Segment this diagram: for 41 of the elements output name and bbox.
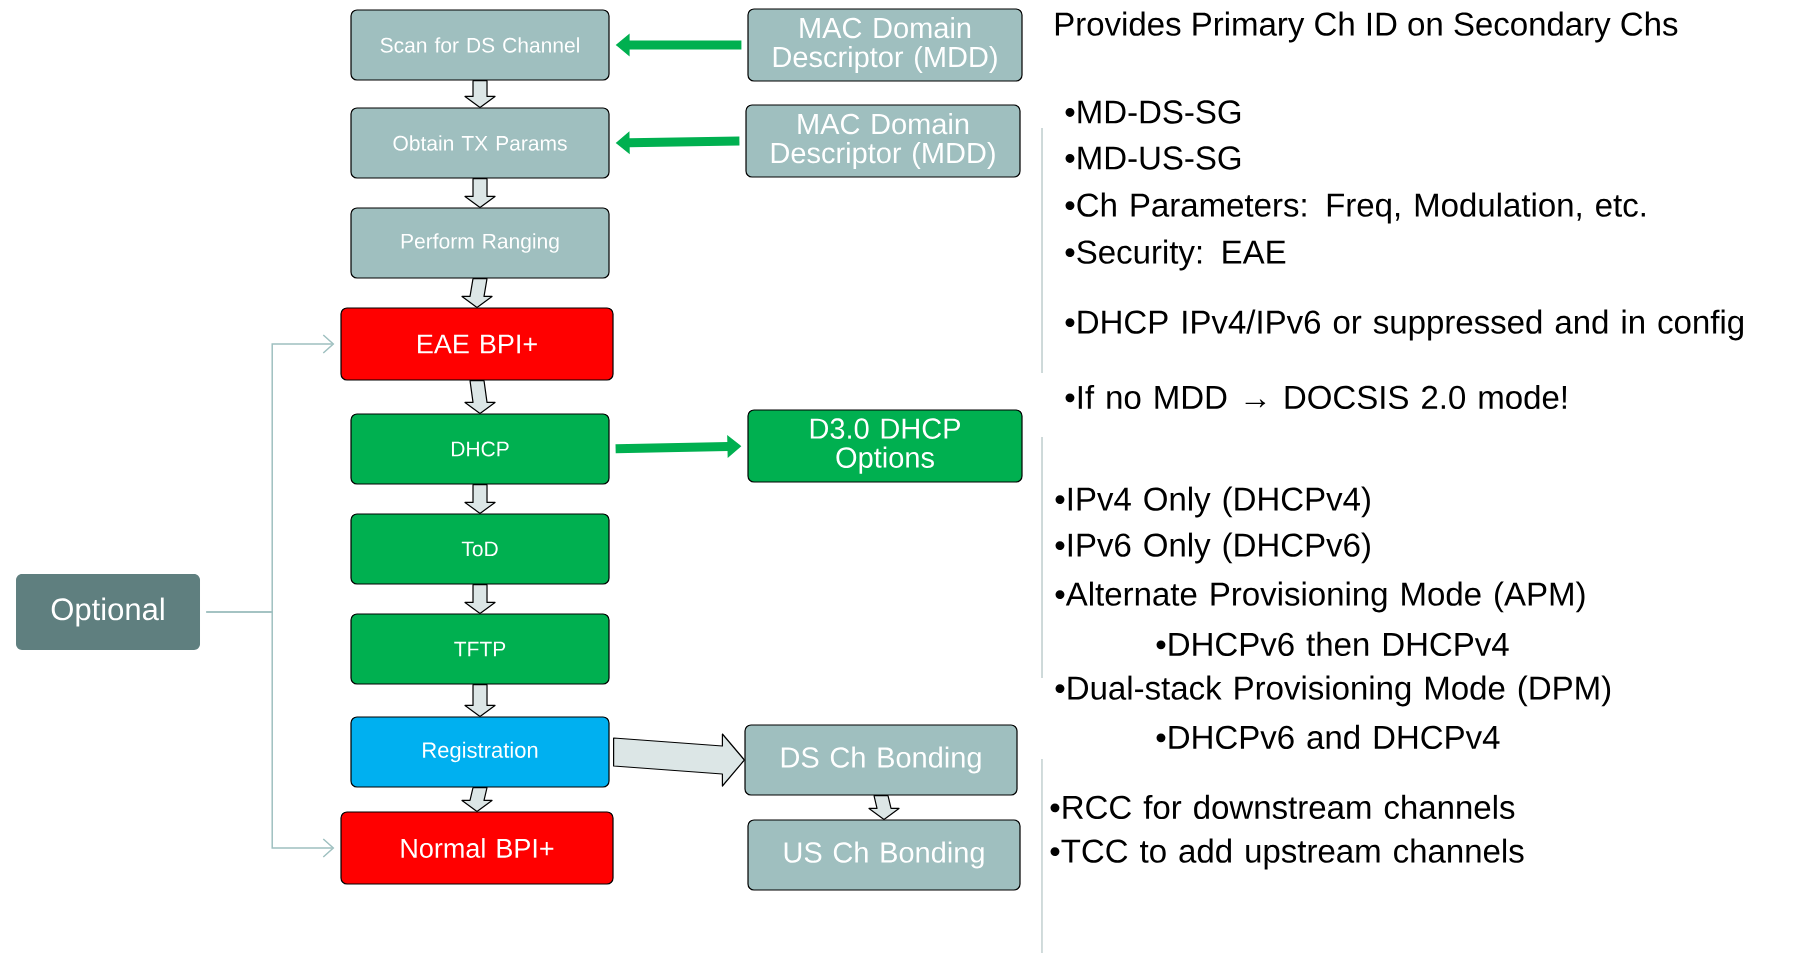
bullet-text: •IPv6 Only (DHCPv6) <box>1055 532 1370 564</box>
block-arrow <box>464 380 496 414</box>
tag-box: Optional <box>16 574 200 650</box>
process-box: Scan for DS Channel <box>350 9 610 81</box>
process-box: Registration <box>350 716 610 788</box>
bullet-text: •MD-DS-SG <box>1065 100 1241 124</box>
block-arrow <box>613 733 745 787</box>
process-box: DHCP <box>350 413 610 485</box>
process-box: Perform Ranging <box>350 207 610 279</box>
note-text: Provides Primary Ch ID on Secondary Chs <box>1055 11 1678 43</box>
arrow <box>205 611 335 858</box>
block-arrow <box>464 484 496 514</box>
bullet-text: •Ch Parameters: Freq, Modulation, etc. <box>1065 192 1645 224</box>
block-arrow <box>868 795 900 820</box>
process-box: TFTP <box>350 613 610 685</box>
block-arrow <box>464 684 496 717</box>
bullet-text: •Alternate Provisioning Mode (APM) <box>1055 581 1585 613</box>
process-box: D3.0 DHCP Options <box>747 409 1023 483</box>
bullet-text: •RCC for downstream channels <box>1050 794 1515 820</box>
bullet-text: •DHCPv6 and DHCPv4 <box>1156 724 1500 750</box>
process-box: Normal BPI+ <box>340 811 614 885</box>
block-arrow <box>464 584 496 614</box>
bullet-text: •TCC to add upstream channels <box>1050 838 1524 870</box>
block-arrow <box>464 178 496 208</box>
process-box: Obtain TX Params <box>350 107 610 179</box>
bullet-text: •If no MDD → DOCSIS 2.0 mode! <box>1065 384 1566 410</box>
process-box: MAC Domain Descriptor (MDD) <box>745 104 1021 178</box>
bullet-text: •IPv4 Only (DHCPv4) <box>1055 486 1370 518</box>
block-arrow <box>464 80 496 108</box>
process-box: US Ch Bonding <box>747 819 1021 891</box>
bullet-text: •DHCPv6 then DHCPv4 <box>1156 631 1509 657</box>
block-arrow <box>461 787 493 812</box>
bullet-text: •MD-US-SG <box>1065 146 1241 170</box>
process-box: EAE BPI+ <box>340 307 614 381</box>
process-box: MAC Domain Descriptor (MDD) <box>747 8 1023 82</box>
block-arrow <box>461 278 493 308</box>
process-box: DS Ch Bonding <box>744 724 1018 796</box>
bullet-text: •Dual-stack Provisioning Mode (DPM) <box>1055 675 1611 707</box>
process-box: ToD <box>350 513 610 585</box>
bullet-text: •DHCP IPv4/IPv6 or suppressed and in config <box>1065 309 1743 341</box>
bullet-text: •Security: EAE <box>1065 239 1286 271</box>
